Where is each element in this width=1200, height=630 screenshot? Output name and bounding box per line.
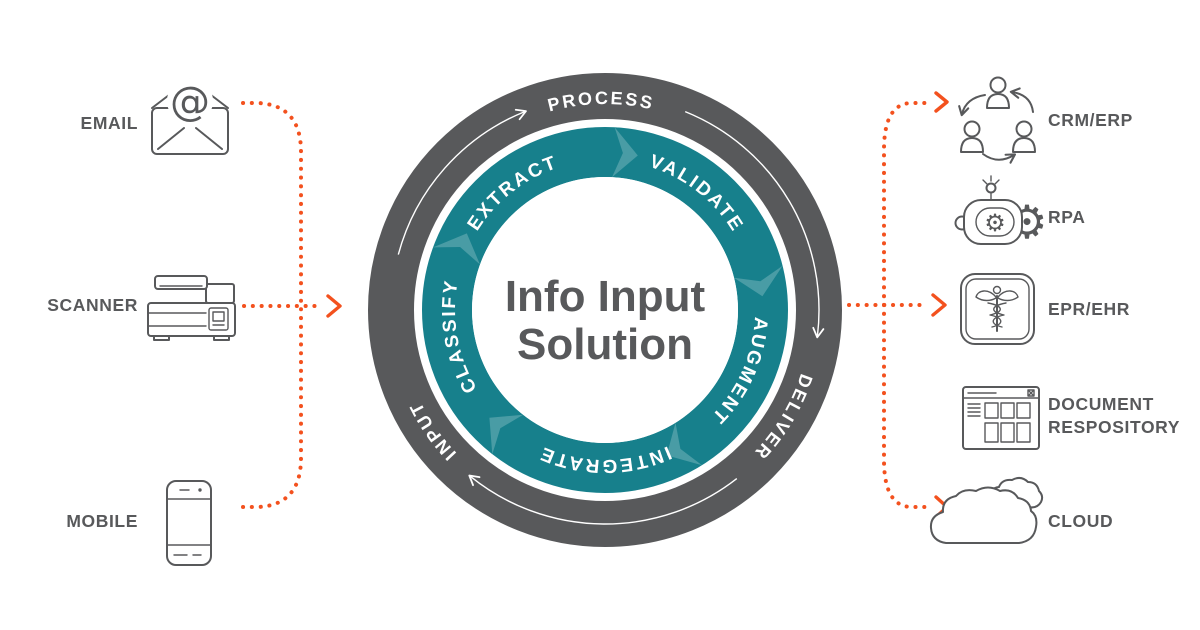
scanner-label: SCANNER (47, 295, 138, 315)
caduceus-badge-icon (960, 273, 1035, 345)
center-disc (472, 177, 738, 443)
input-arrowhead-icon (326, 294, 342, 318)
document-window-icon (962, 386, 1040, 450)
mobile-label: MOBILE (66, 511, 138, 531)
segment-chevron-icon (734, 265, 783, 297)
flow-arrow-bottom-icon (468, 474, 738, 525)
left-connectors (241, 101, 342, 509)
segment-chevrons (433, 127, 783, 466)
center-title: Info Input Solution (505, 272, 706, 369)
gear-glyph-small: ⚙ (984, 209, 1006, 237)
destination-cloud: CLOUD (929, 476, 1113, 544)
cloud-icon (929, 476, 1044, 544)
flow-arrow-top-icon (397, 108, 527, 255)
process-cycle-diagram: INPUT PROCESS DELIVER EXTRACT VALIDATE A… (368, 73, 842, 547)
mobile-phone-icon (166, 480, 212, 566)
robot-gear-icon: ⚙ ⚙ (954, 175, 1048, 249)
segment-chevron-icon (433, 233, 480, 265)
email-connector-line (241, 101, 303, 305)
scanner-printer-icon (147, 275, 236, 341)
segment-chevron-icon (666, 422, 702, 466)
flow-arrow-right-icon (684, 110, 825, 339)
destination-document-repository: DOCUMENT RESPOSITORY (962, 386, 1180, 450)
cloud-label: CLOUD (1048, 511, 1113, 531)
source-scanner: SCANNER (47, 275, 236, 341)
center-title-line2: Solution (517, 320, 693, 369)
segment-chevron-icon (612, 127, 638, 178)
destination-epr-ehr: EPR/EHR (960, 273, 1130, 345)
rpa-label: RPA (1048, 207, 1085, 227)
epr-ehr-label: EPR/EHR (1048, 299, 1130, 319)
source-email: @ EMAIL (81, 78, 229, 155)
cloud-connector-line (882, 303, 929, 509)
email-label: EMAIL (81, 113, 138, 133)
right-connectors (847, 91, 949, 519)
at-glyph: @ (170, 79, 210, 125)
crm-connector-line (882, 101, 929, 307)
people-cycle-icon (958, 76, 1036, 164)
inner-segment-ring (422, 127, 788, 493)
document-repository-label-line2: RESPOSITORY (1048, 417, 1180, 437)
mobile-connector-line (241, 305, 303, 509)
document-repository-label-line1: DOCUMENT (1048, 394, 1154, 414)
segment-chevron-icon (489, 414, 524, 455)
source-mobile: MOBILE (66, 480, 212, 566)
crm-erp-label: CRM/ERP (1048, 110, 1133, 130)
destination-rpa: ⚙ ⚙ RPA (954, 175, 1085, 249)
flow-arrows (397, 108, 825, 525)
epr-arrowhead-icon (931, 293, 947, 317)
destination-crm-erp: CRM/ERP (958, 76, 1133, 164)
crm-arrowhead-icon (934, 91, 949, 113)
email-envelope-icon: @ (151, 78, 229, 155)
center-title-line1: Info Input (505, 272, 706, 321)
